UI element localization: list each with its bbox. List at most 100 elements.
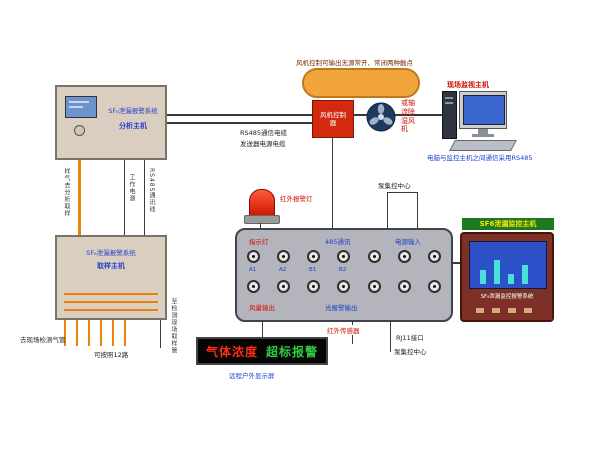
rs485-cable-line [167,114,445,116]
sample-gas-line [78,160,81,235]
routes-label: 可按照12路 [94,351,129,359]
sampling-host-box: SF₆泄漏报警系统 取样主机 [55,235,167,320]
led-display: 气体浓度 超标报警 [196,337,328,365]
rs485-cable-label: RS485通信电缆 [240,129,288,137]
work-power-line [124,160,125,235]
gas-tube [88,320,90,346]
host-button [476,308,484,313]
gas-tube [64,320,66,346]
alarm-beacon-label: 红外报警灯 [280,195,313,203]
led-text-left: 气体浓度 [205,344,258,359]
screen-bar [508,274,514,284]
work-power-label: 工作电源 [128,174,135,202]
terminal-row-bottom [247,280,441,293]
monitoring-host-screen [469,241,547,289]
fan-controller-label: 风机控制器 [320,110,346,127]
power-cable-label: 发送器电源电缆 [240,140,286,148]
pc-tower [442,91,457,139]
pc-keyboard [449,140,517,151]
led-text-right: 超标报警 [266,344,319,359]
gas-tube [112,320,114,346]
board-indicator-label: 指示灯 [249,238,269,246]
terminal-label-a1: A1 [249,267,257,273]
screen-bar [522,265,528,284]
axial-fan-label: 或轴流除湿风机 [401,99,415,134]
rs485-riser-label: RS485通讯线 [148,168,155,214]
terminal-label-b2: B2 [339,267,347,273]
pump-center-top-label: 泵集控中心 [378,182,411,190]
power-cable-line [167,122,312,124]
axial-fan-icon [366,102,396,132]
terminal [337,280,351,293]
analysis-host-system-label: SF₆泄漏报警系统 [108,107,158,115]
pump-center-bottom-label: 泵集控中心 [394,348,427,356]
pump-center-line [387,192,418,193]
pump-center-line [387,192,388,228]
fan-to-board-line [332,138,333,228]
screen-bar [494,260,500,284]
gas-tube [76,320,78,346]
board-485-label: 485通讯 [325,238,351,246]
monitoring-host-title: SF6泄漏监控主机 [462,218,554,230]
terminal-row-top [247,250,441,263]
terminal [277,280,291,293]
to-sampling-label: 至检测现场取样管 [170,298,177,354]
terminal [427,250,441,263]
gas-tube [124,320,126,346]
monitoring-host-box: SF₆泄漏监控报警系统 [460,232,554,322]
board-light-out-label: 光报警输出 [325,304,358,312]
host-button [508,308,516,313]
terminal [307,250,321,263]
monitor-stand-base [472,134,494,137]
sampling-manifold-line [64,293,158,295]
pc-monitor [459,91,507,129]
terminal-label-a2: A2 [279,267,287,273]
board-to-led-line [262,322,263,337]
analysis-host-lcd-screen [65,96,97,118]
alarm-beacon-icon [249,189,275,218]
field-pipe-label: 去现场检测气管 [20,336,66,344]
board-to-rj11-line [390,322,391,352]
terminal [307,280,321,293]
terminal [277,250,291,263]
board-fan-out-label: 风量输出 [249,304,275,312]
terminal [337,250,351,263]
gas-tube [100,320,102,346]
board-power-in-label: 电源输入 [395,238,421,246]
host-button [492,308,500,313]
terminal [247,250,260,263]
sampling-manifold-line [64,301,158,303]
monitoring-host-caption: SF₆泄漏监控报警系统 [480,294,534,300]
led-caption: 远程户外显示屏 [229,372,275,380]
sampling-host-name-label: 取样主机 [97,262,125,270]
analysis-host-box: SF₆泄漏报警系统 分析主机 [55,85,167,160]
callout-bubble [302,68,420,98]
host-button [524,308,532,313]
terminal [247,280,260,293]
terminal [367,280,381,293]
fan-controller-box: 风机控制器 [312,100,354,138]
pump-center-line [417,192,418,228]
terminal-label-b1: B1 [309,267,317,273]
beacon-to-board-line [260,223,261,228]
terminal-board: 指示灯 485通讯 电源输入 A1 A2 B1 B2 风量输出 光报警输出 [235,228,453,322]
pc-rs485-note: 电脑与监控主机之间通信采用RS485 [427,154,533,162]
ir-sensor-label: 红外传感器 [326,325,361,335]
analysis-host-power-button [74,125,85,136]
sample-gas-label: 样气去分析取样 [63,168,70,217]
pc-title: 现场监视主机 [447,81,489,89]
monitor-stand [478,129,488,134]
sampling-host-system-label: SF₆泄漏报警系统 [86,249,136,257]
pc-monitor-screen [463,95,505,125]
terminal [367,250,381,263]
sampling-manifold-line [64,309,158,311]
rs485-riser-line [144,160,145,235]
terminal [397,250,411,263]
alarm-beacon-base [244,215,280,224]
analysis-host-name-label: 分析主机 [119,122,147,130]
terminal [427,280,441,293]
terminal [397,280,411,293]
field-sampling-line [160,320,161,348]
screen-bar [480,270,486,284]
